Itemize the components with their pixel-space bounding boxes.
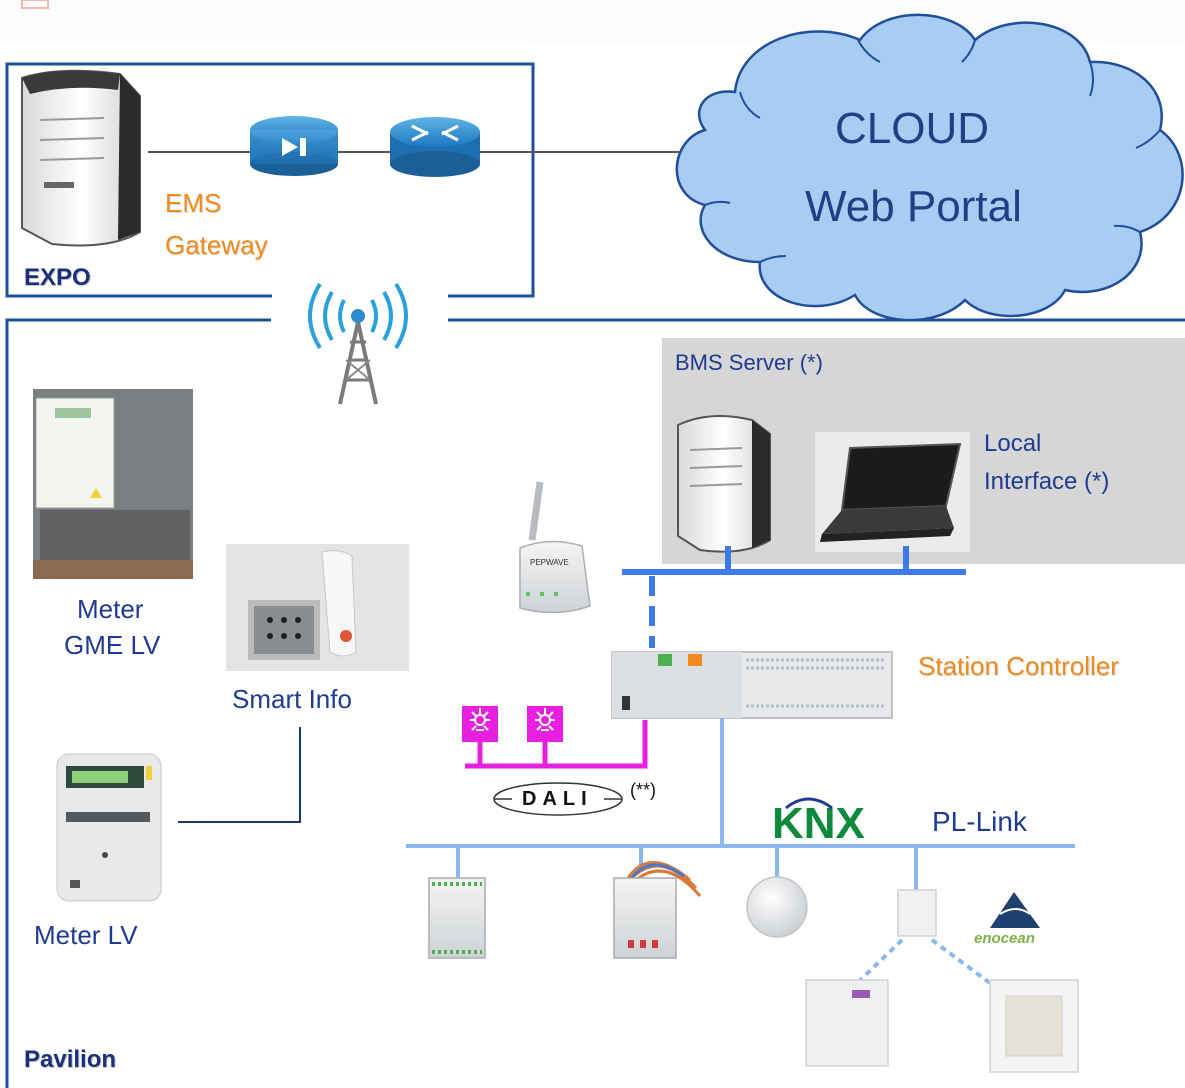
knx-logo: KNX bbox=[772, 797, 865, 848]
dali-logo bbox=[493, 782, 623, 816]
enocean-gateway-icon bbox=[897, 889, 937, 937]
pavilion-frame-left bbox=[5, 318, 271, 1088]
expo-frame bbox=[5, 62, 535, 298]
web-portal-label: Web Portal bbox=[805, 182, 1022, 231]
meter-gme-label-line1: Meter bbox=[77, 594, 144, 624]
smart-info-plug-icon bbox=[226, 544, 409, 671]
server-icon bbox=[21, 69, 141, 247]
meter-lv-label: Meter LV bbox=[34, 920, 138, 950]
enocean-radio-link-1 bbox=[852, 938, 904, 988]
meter-lv-photo bbox=[56, 753, 162, 902]
expo-frame-gap bbox=[272, 290, 448, 300]
enocean-logo-text: enocean bbox=[974, 930, 1035, 947]
bms-server-icon bbox=[677, 415, 771, 553]
cloud-shape bbox=[675, 13, 1184, 322]
smart-info-label: Smart Info bbox=[232, 684, 352, 714]
firewall-icon bbox=[250, 116, 338, 176]
station-controller-label: Station Controller bbox=[918, 651, 1119, 681]
top-logo-fragment bbox=[21, 0, 49, 9]
dali-logo-text: DALI bbox=[522, 788, 593, 810]
pl-link-label: PL-Link bbox=[932, 806, 1027, 837]
sensor-icon bbox=[746, 876, 808, 938]
meter-gme-label-line2: GME LV bbox=[64, 630, 161, 660]
cloud-title: CLOUD bbox=[835, 104, 990, 153]
enocean-logo-icon bbox=[990, 892, 1040, 928]
pepwave-brand: PEPWAVE bbox=[530, 558, 569, 567]
cloud-inner-curves bbox=[704, 39, 1161, 263]
router-icon bbox=[390, 117, 480, 177]
pavilion-label: Pavilion bbox=[24, 1046, 117, 1073]
actuator-icon bbox=[613, 861, 702, 959]
meter-gme-lv-photo bbox=[33, 389, 193, 579]
dali-lamp-icon bbox=[462, 706, 498, 742]
dali-bus bbox=[465, 720, 648, 769]
gateway-label: Gateway bbox=[165, 230, 268, 260]
ems-label: EMS bbox=[165, 188, 222, 218]
room-sensor-icon bbox=[805, 979, 889, 1067]
dali-lamp-icon bbox=[527, 706, 563, 742]
expo-label: EXPO bbox=[24, 264, 91, 291]
laptop-icon bbox=[815, 432, 970, 552]
dali-note: (**) bbox=[630, 780, 656, 800]
wireless-tower-icon bbox=[308, 282, 408, 405]
station-controller-icon bbox=[611, 651, 893, 719]
local-interface-label-line2: Interface (*) bbox=[984, 468, 1110, 495]
wall-switch-icon bbox=[989, 979, 1079, 1073]
io-module-icon bbox=[428, 877, 486, 959]
smart-info-link bbox=[178, 727, 301, 823]
enocean-radio-link-2 bbox=[930, 938, 996, 988]
bms-server-label: BMS Server (*) bbox=[675, 350, 823, 375]
wifi-access-point-icon bbox=[519, 481, 591, 614]
local-interface-label-line1: Local bbox=[984, 430, 1042, 457]
